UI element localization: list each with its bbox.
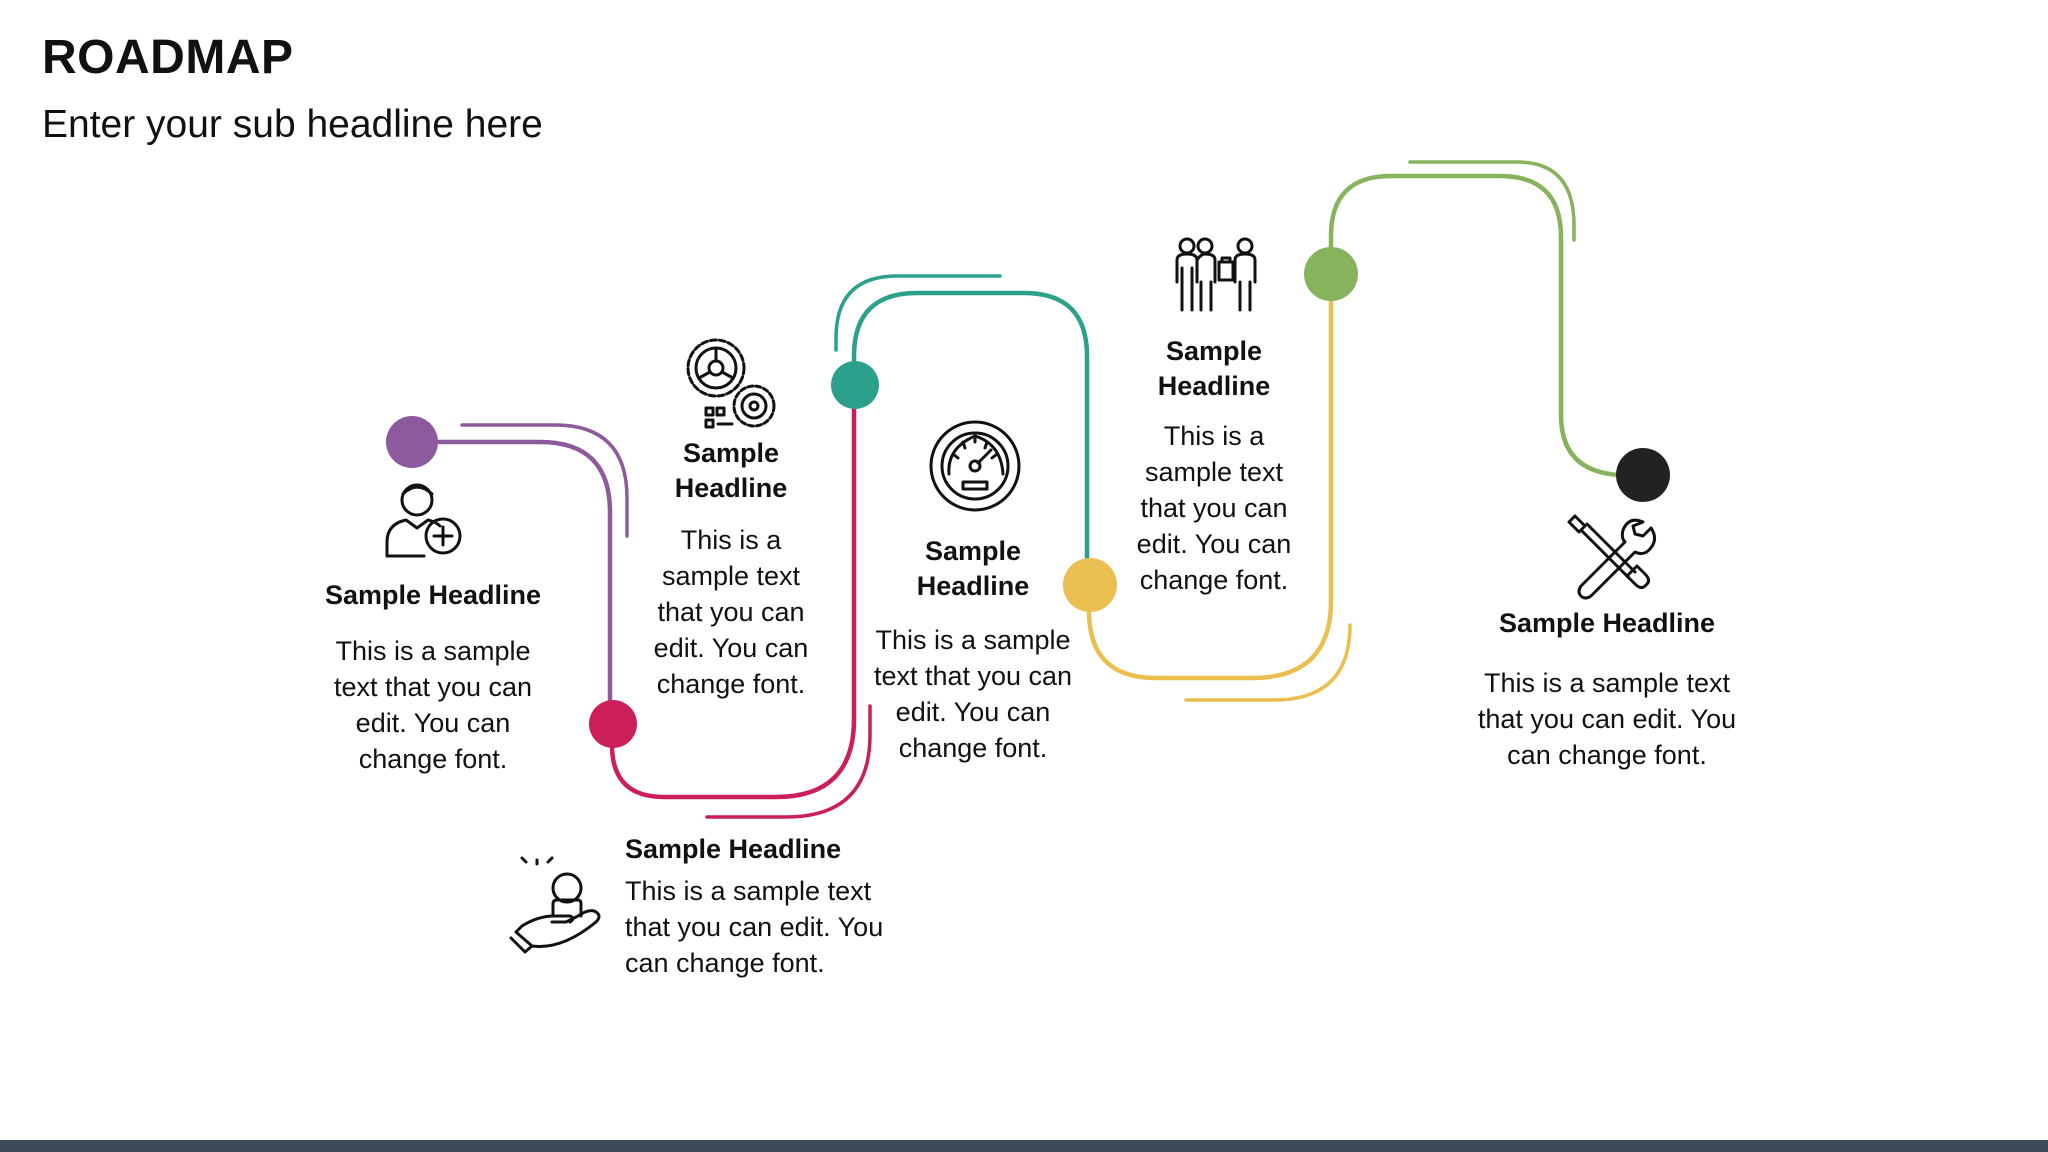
step-1-block: Sample Headline This is a sample text th… [318,578,548,777]
step-6-text: This is a sample text that you can edit.… [1477,668,1737,770]
step-2-headline: Sample Headline [625,834,842,864]
helping-hand-icon [509,856,601,954]
road-accent-teal [834,274,1002,352]
step-4-text: This is a sample text that you can edit.… [873,625,1073,763]
page-title: ROADMAP [42,31,294,84]
milestone-node-4 [1063,558,1117,612]
milestone-node-6 [1616,448,1670,502]
road-accent-green [1408,160,1576,242]
step-2-block: Sample Headline This is a sample text th… [625,832,895,981]
step-5-headline: Sample Headline [1157,336,1271,401]
speedometer-icon [929,420,1021,512]
road-segment-purple [409,439,613,727]
milestone-node-1 [386,416,438,468]
road-segment-crimson [609,382,857,800]
step-3-headline: Sample Headline [674,438,788,503]
step-1-headline: Sample Headline [324,580,542,610]
step-1-text: This is a sample text that you can edit.… [333,636,533,774]
road-segment-teal [851,290,1090,588]
road-segment-green [1328,173,1646,478]
user-add-icon [385,483,462,558]
step-5-block: Sample Headline This is a sample text th… [1127,334,1301,598]
step-6-headline: Sample Headline [1498,608,1716,638]
road-accent-yellow [1184,623,1352,702]
road-segment-yellow [1086,271,1334,681]
milestone-node-5 [1304,247,1358,301]
step-3-block: Sample Headline This is a sample text th… [641,436,821,702]
step-4-block: Sample Headline This is a sample text th… [866,534,1080,766]
road-accent-purple [460,423,629,538]
milestone-node-3 [831,361,879,409]
milestone-node-2 [589,700,637,748]
road-accent-crimson [705,704,872,819]
step-2-text: This is a sample text that you can edit.… [625,876,884,978]
team-meeting-icon [1175,237,1257,312]
tools-icon [1567,514,1656,600]
step-5-text: This is a sample text that you can edit.… [1136,421,1292,595]
page-subtitle: Enter your sub headline here [42,103,543,146]
gears-icon [686,338,776,429]
footer-bar [0,1140,2048,1152]
step-6-block: Sample Headline This is a sample text th… [1470,606,1744,773]
step-3-text: This is a sample text that you can edit.… [653,525,809,699]
step-4-headline: Sample Headline [916,536,1030,601]
